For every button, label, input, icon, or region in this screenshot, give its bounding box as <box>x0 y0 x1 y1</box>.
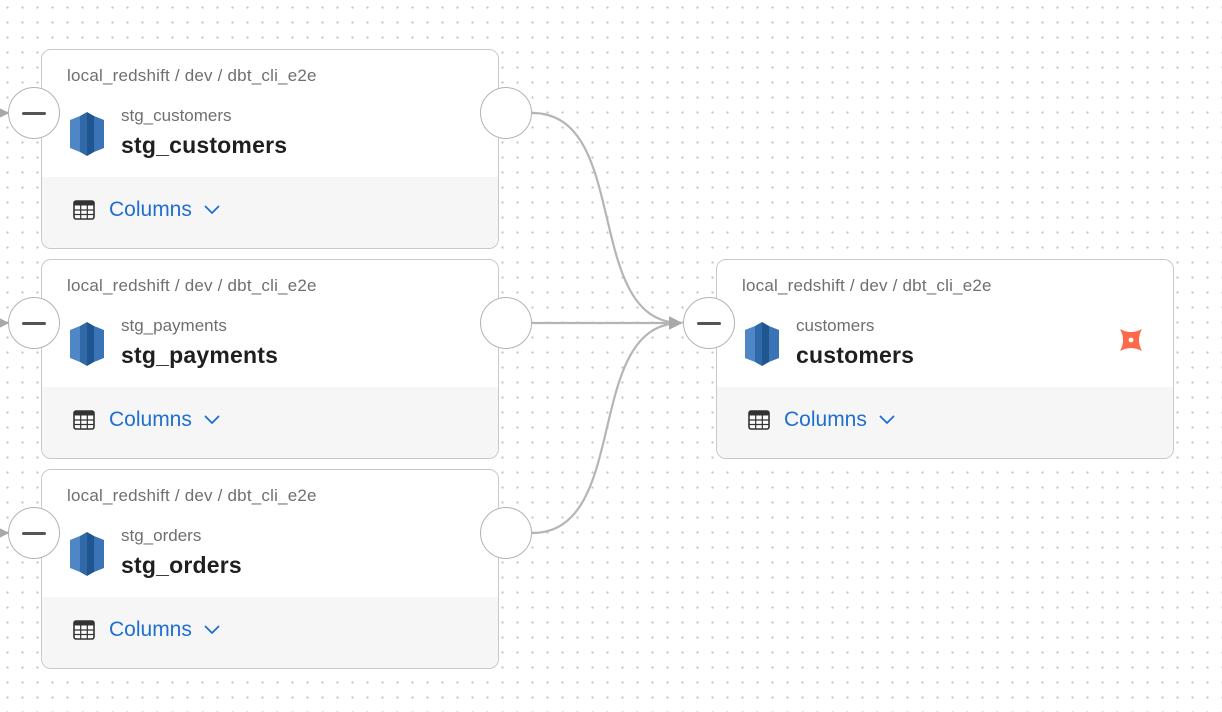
node-footer: Columns <box>42 387 498 458</box>
table-icon <box>73 200 95 220</box>
node-stg-payments[interactable]: local_redshift / dev / dbt_cli_e2e stg_p… <box>41 259 499 459</box>
collapse-upstream-handle-stg-payments[interactable] <box>8 297 60 349</box>
node-subtitle: stg_payments <box>121 316 227 335</box>
redshift-icon <box>745 322 779 366</box>
columns-label: Columns <box>784 408 867 431</box>
node-stg-customers[interactable]: local_redshift / dev / dbt_cli_e2e stg_c… <box>41 49 499 249</box>
node-subtitle: stg_orders <box>121 526 202 545</box>
output-handle-stg-orders[interactable] <box>480 507 532 559</box>
output-handle-stg-payments[interactable] <box>480 297 532 349</box>
node-subtitle: customers <box>796 316 875 335</box>
node-footer: Columns <box>42 177 498 248</box>
columns-label: Columns <box>109 198 192 221</box>
node-stg-orders[interactable]: local_redshift / dev / dbt_cli_e2e stg_o… <box>41 469 499 669</box>
columns-label: Columns <box>109 408 192 431</box>
chevron-down-icon <box>879 415 895 424</box>
chevron-down-icon <box>204 205 220 214</box>
dbt-icon <box>1120 329 1142 351</box>
collapse-upstream-handle-stg-customers[interactable] <box>8 87 60 139</box>
node-title: stg_payments <box>121 342 279 368</box>
columns-toggle-button[interactable]: Columns <box>73 408 220 432</box>
columns-toggle-button[interactable]: Columns <box>748 408 895 432</box>
chevron-down-icon <box>204 625 220 634</box>
redshift-icon <box>70 112 104 156</box>
node-path: local_redshift / dev / dbt_cli_e2e <box>67 276 317 295</box>
node-footer: Columns <box>42 597 498 668</box>
node-path: local_redshift / dev / dbt_cli_e2e <box>67 486 317 505</box>
node-title: customers <box>796 342 915 368</box>
table-icon <box>73 620 95 640</box>
chevron-down-icon <box>204 415 220 424</box>
columns-toggle-button[interactable]: Columns <box>73 198 220 222</box>
edge-stg-customers-to-customers[interactable] <box>531 111 683 330</box>
columns-toggle-button[interactable]: Columns <box>73 618 220 642</box>
collapse-upstream-handle-stg-orders[interactable] <box>8 507 60 559</box>
node-subtitle: stg_customers <box>121 106 232 125</box>
node-footer: Columns <box>717 387 1173 458</box>
columns-label: Columns <box>109 618 192 641</box>
node-path: local_redshift / dev / dbt_cli_e2e <box>742 276 992 295</box>
node-customers[interactable]: local_redshift / dev / dbt_cli_e2e custo… <box>716 259 1174 459</box>
table-icon <box>748 410 770 430</box>
redshift-icon <box>70 532 104 576</box>
collapse-upstream-handle-customers[interactable] <box>683 297 735 349</box>
node-title: stg_customers <box>121 132 288 158</box>
redshift-icon <box>70 322 104 366</box>
edge-stg-orders-to-customers[interactable] <box>531 316 683 535</box>
output-handle-stg-customers[interactable] <box>480 87 532 139</box>
table-icon <box>73 410 95 430</box>
node-path: local_redshift / dev / dbt_cli_e2e <box>67 66 317 85</box>
node-title: stg_orders <box>121 552 242 578</box>
